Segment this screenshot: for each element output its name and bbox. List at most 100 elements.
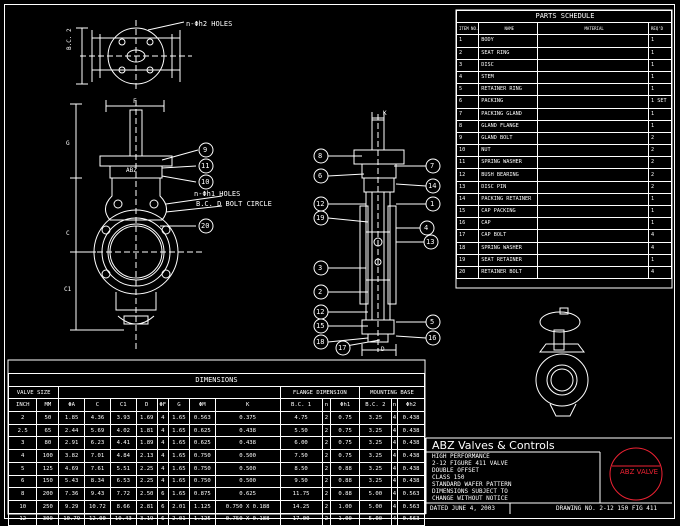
dims-cell: 6 bbox=[7, 474, 38, 489]
dims-group-flange: FLANGE DIMENSION bbox=[279, 385, 361, 400]
dims-cell: 1.65 bbox=[167, 423, 190, 438]
parts-cell-name: SEAT RING bbox=[478, 46, 539, 60]
dims-cell: 4 bbox=[7, 449, 38, 463]
dims-header-cell: K bbox=[214, 398, 281, 413]
dims-cell: 2 bbox=[321, 449, 332, 463]
parts-cell-no: 5 bbox=[455, 83, 480, 97]
dims-cell: 14.25 bbox=[279, 499, 323, 514]
parts-cell-no: 6 bbox=[455, 95, 480, 109]
balloon-16: 16 bbox=[428, 334, 437, 342]
dims-cell: 3.25 bbox=[359, 449, 392, 463]
parts-cell-material bbox=[537, 131, 649, 146]
dims-cell: 5.69 bbox=[84, 423, 111, 438]
parts-cell-name: STEM bbox=[478, 70, 539, 85]
nameplate-label: ABZ bbox=[126, 167, 137, 174]
dims-cell: 2.25 bbox=[135, 474, 158, 489]
dims-cell: 2.50 bbox=[135, 487, 158, 501]
parts-cell-name: SPRING WASHER bbox=[478, 241, 539, 255]
parts-cell-qty: 2 bbox=[648, 131, 672, 146]
dims-header-cell: B.C. 2 bbox=[359, 398, 392, 413]
dims-cell: 3.25 bbox=[359, 461, 392, 476]
title-block-line: CHANGE WITHOUT NOTICE bbox=[432, 495, 508, 502]
dims-cell: 8.66 bbox=[109, 499, 137, 514]
dims-header-cell: G bbox=[167, 398, 190, 413]
parts-cell-qty: 1 bbox=[648, 107, 672, 121]
parts-cell-no: 2 bbox=[455, 46, 480, 60]
dims-cell: 0.88 bbox=[330, 461, 361, 476]
parts-cell-material bbox=[537, 144, 649, 158]
dims-cell: 0.750 X 0.188 bbox=[214, 499, 281, 514]
holes-top-label: n-Φh2 HOLES bbox=[186, 20, 233, 28]
parts-header-material: MATERIAL bbox=[537, 22, 649, 36]
parts-schedule-table: PARTS SCHEDULE ITEM NO. NAME MATERIAL RE… bbox=[455, 9, 672, 280]
dims-cell: 3.25 bbox=[359, 474, 392, 489]
dims-cell: 0.75 bbox=[330, 411, 361, 425]
parts-cell-name: NUT bbox=[478, 144, 539, 158]
dims-cell: 8 bbox=[7, 487, 38, 501]
bolt-circle-label: B.C. D BOLT CIRCLE bbox=[196, 200, 272, 208]
parts-cell-material bbox=[537, 95, 649, 109]
title-block-line: DOUBLE OFFSET bbox=[432, 467, 479, 474]
dims-header-cell: B.C. 1 bbox=[279, 398, 323, 413]
parts-cell-qty: 2 bbox=[648, 180, 672, 194]
dims-cell: 10.72 bbox=[84, 499, 111, 514]
balloon-1: 1 bbox=[430, 200, 435, 208]
company-logo bbox=[609, 447, 663, 501]
parts-cell-name: CAP bbox=[478, 217, 539, 231]
dims-cell: 3.93 bbox=[109, 411, 137, 425]
dims-cell: 1.65 bbox=[167, 487, 190, 501]
logo-text: ABZ VALVE bbox=[620, 468, 659, 476]
dims-cell: 4.41 bbox=[109, 436, 137, 451]
parts-cell-qty: 2 bbox=[648, 156, 672, 170]
dim-d-label: D bbox=[381, 346, 385, 353]
dims-cell: 1.65 bbox=[167, 474, 190, 489]
dims-cell: 5.43 bbox=[58, 474, 86, 489]
title-block-line: STANDARD WAFER PATTERN bbox=[432, 481, 512, 488]
parts-cell-no: 11 bbox=[455, 156, 480, 170]
balloon-9: 9 bbox=[203, 146, 208, 154]
dims-cell: 6 bbox=[156, 487, 169, 501]
dims-cell: 3.25 bbox=[359, 423, 392, 438]
top-view bbox=[80, 20, 192, 92]
parts-cell-material bbox=[537, 34, 649, 48]
balloon-5: 5 bbox=[430, 318, 435, 326]
dims-header-cell: INCH bbox=[7, 398, 38, 413]
dims-cell: 2.5 bbox=[7, 423, 38, 438]
balloon-17: 17 bbox=[338, 344, 347, 352]
parts-cell-qty: 1 bbox=[648, 119, 672, 133]
parts-cell-qty: 1 bbox=[648, 70, 672, 85]
dims-header-cell: Φh1 bbox=[330, 398, 361, 413]
dim-bc2-label: B.C. 2 bbox=[66, 28, 73, 50]
dims-cell: 2.25 bbox=[135, 461, 158, 476]
dims-cell: 9.43 bbox=[84, 487, 111, 501]
parts-cell-qty: 1 SET bbox=[648, 95, 672, 109]
dims-cell: 4.84 bbox=[109, 449, 137, 463]
dims-cell: 0.438 bbox=[397, 436, 425, 451]
parts-cell-name: GLAND FLANGE bbox=[478, 119, 539, 133]
dims-title: DIMENSIONS bbox=[8, 373, 425, 387]
dims-cell: 2.01 bbox=[167, 499, 190, 514]
dims-cell: 5.50 bbox=[279, 423, 323, 438]
dims-cell: 0.88 bbox=[330, 474, 361, 489]
dims-header-cell: n bbox=[321, 398, 332, 413]
balloon-12a: 12 bbox=[316, 200, 325, 208]
dims-cell: 80 bbox=[36, 436, 60, 451]
dims-cell: 0.500 bbox=[214, 474, 281, 489]
dims-cell: 7.72 bbox=[109, 487, 137, 501]
balloon-3: 3 bbox=[318, 264, 323, 272]
balloon-18: 18 bbox=[316, 338, 325, 346]
dims-cell: 2 bbox=[321, 487, 332, 501]
balloon-14: 14 bbox=[428, 182, 437, 190]
parts-cell-qty: 1 bbox=[648, 217, 672, 231]
